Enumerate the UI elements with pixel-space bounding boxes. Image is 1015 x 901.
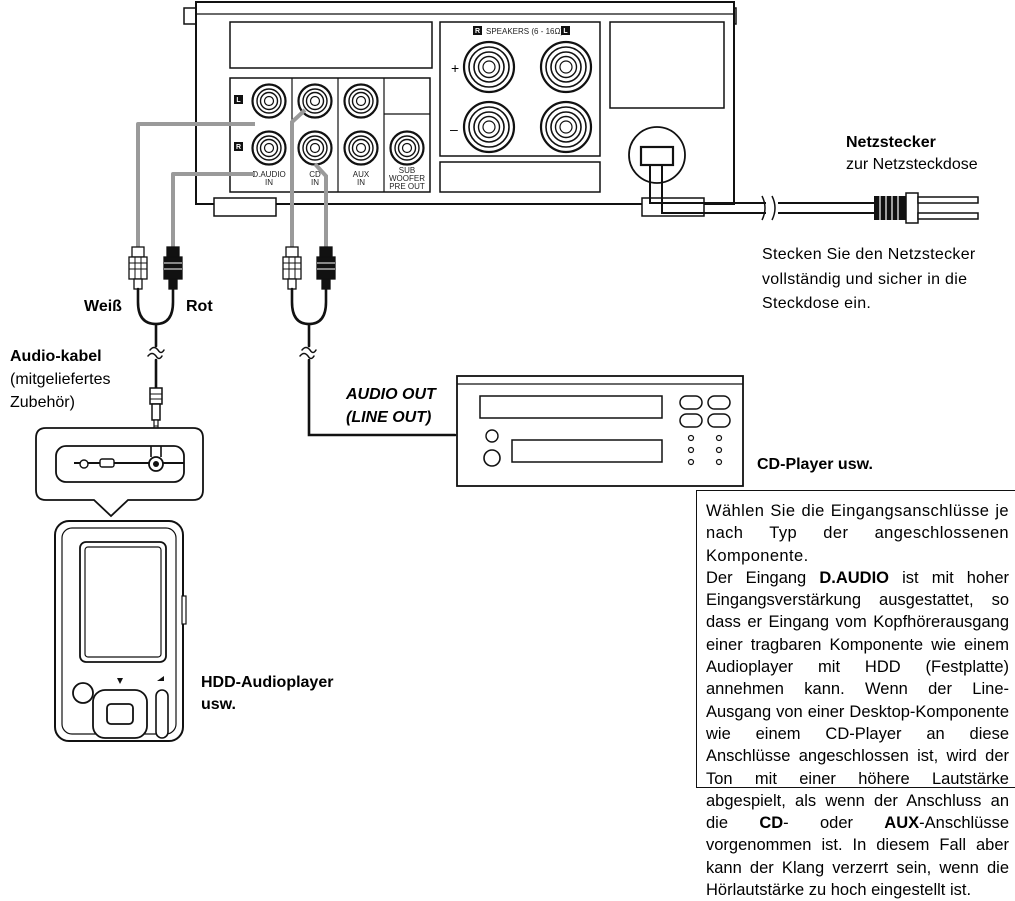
channel-l-marker: L: [236, 97, 241, 104]
hdd-player-callout: [35, 427, 204, 518]
red-rca-plug-right: [316, 246, 336, 290]
info-note-paragraph-2: Der Eingang D.AUDIO ist mit hoher Eingan…: [706, 567, 1009, 901]
note-text-span: Der Eingang: [706, 568, 820, 587]
white-label: Weiß: [84, 298, 122, 315]
d-audio-in-label-2: IN: [265, 178, 273, 187]
speakers-header: SPEAKERS (6 - 16Ω): [486, 27, 563, 36]
d-audio-cable: [136, 122, 255, 247]
line-out-label: (LINE OUT): [346, 409, 432, 426]
subwoofer-label: SUB: [399, 166, 415, 175]
note-aux-emphasis: AUX: [884, 814, 920, 833]
speaker-r-plus-terminal: [462, 40, 516, 94]
info-note-box: [696, 490, 1015, 788]
hdd-player-label-2: usw.: [201, 696, 236, 713]
red-label: Rot: [186, 298, 213, 315]
aux-in-label-2: IN: [357, 178, 365, 187]
plug-note-line-1: Stecken Sie den Netzstecker: [762, 246, 976, 263]
cd-player: [456, 375, 744, 487]
cd-player-label: CD-Player usw.: [757, 456, 873, 473]
power-plug-icon: [874, 192, 979, 224]
info-note-text: Wählen Sie die Eingangsanschlüsse je nac…: [706, 500, 1009, 901]
input-terminal-block: L R D.AUDIO IN CD IN AUX IN SUB WOOFER P…: [229, 77, 431, 193]
audio-cable-subtitle-2: Zubehör): [10, 394, 75, 411]
connection-diagram: L R D.AUDIO IN CD IN AUX IN SUB WOOFER P…: [35, 1, 979, 742]
cd-in-label-2: IN: [311, 178, 319, 187]
plus-marker: +: [451, 60, 459, 76]
red-rca-plug-left: [163, 246, 183, 290]
note-cd-emphasis: CD: [759, 814, 784, 833]
aux-in-label: AUX: [353, 170, 370, 179]
cd-in-label: CD: [309, 170, 321, 179]
speaker-r-marker: R: [475, 28, 480, 35]
speaker-l-minus-terminal: [539, 100, 593, 154]
aux-l-jack: [343, 83, 379, 119]
note-text-span: - oder: [783, 814, 885, 833]
cd-r-jack: [297, 130, 333, 166]
d-audio-in-label: D.AUDIO: [252, 170, 285, 179]
white-rca-plug-left: [128, 246, 148, 290]
audio-cable-title: Audio-kabel: [10, 348, 102, 365]
speaker-l-plus-terminal: [539, 40, 593, 94]
audio-cable-wire: [136, 287, 175, 390]
cd-cable: [290, 108, 328, 247]
info-note-paragraph-1: Wählen Sie die Eingangsanschlüsse je nac…: [706, 502, 1009, 565]
white-rca-plug-right: [282, 246, 302, 290]
power-section: [609, 21, 725, 184]
hdd-audio-player: [54, 520, 187, 742]
subwoofer-label-3: PRE OUT: [389, 182, 425, 191]
minus-marker: –: [450, 121, 458, 137]
speaker-terminal-block: R SPEAKERS (6 - 16Ω) L + –: [439, 21, 601, 193]
channel-r-marker: R: [236, 144, 241, 151]
netzstecker-subtitle: zur Netzsteckdose: [846, 156, 978, 173]
plug-note-line-2: vollständig und sicher in die: [762, 271, 968, 288]
hdd-player-label-1: HDD-Audioplayer: [201, 674, 334, 691]
audio-cable-subtitle-1: (mitgeliefertes: [10, 371, 111, 388]
subwoofer-label-2: WOOFER: [389, 174, 425, 183]
note-d-audio-emphasis: D.AUDIO: [819, 568, 890, 587]
aux-r-jack: [343, 130, 379, 166]
plug-note-line-3: Steckdose ein.: [762, 295, 872, 312]
cd-cable-wire: [290, 287, 457, 437]
speaker-l-marker: L: [563, 28, 568, 35]
d-audio-r-jack: [251, 130, 287, 166]
note-text-span: ist mit hoher Eingangsverstärkung ausges…: [706, 568, 1010, 833]
d-audio-l-jack: [251, 83, 287, 119]
power-cord: [649, 165, 874, 221]
audio-out-label: AUDIO OUT: [346, 386, 436, 403]
netzstecker-title: Netzstecker: [846, 134, 936, 151]
headphone-plug-icon: [149, 387, 163, 440]
speaker-r-minus-terminal: [462, 100, 516, 154]
subwoofer-jack: [389, 130, 425, 166]
